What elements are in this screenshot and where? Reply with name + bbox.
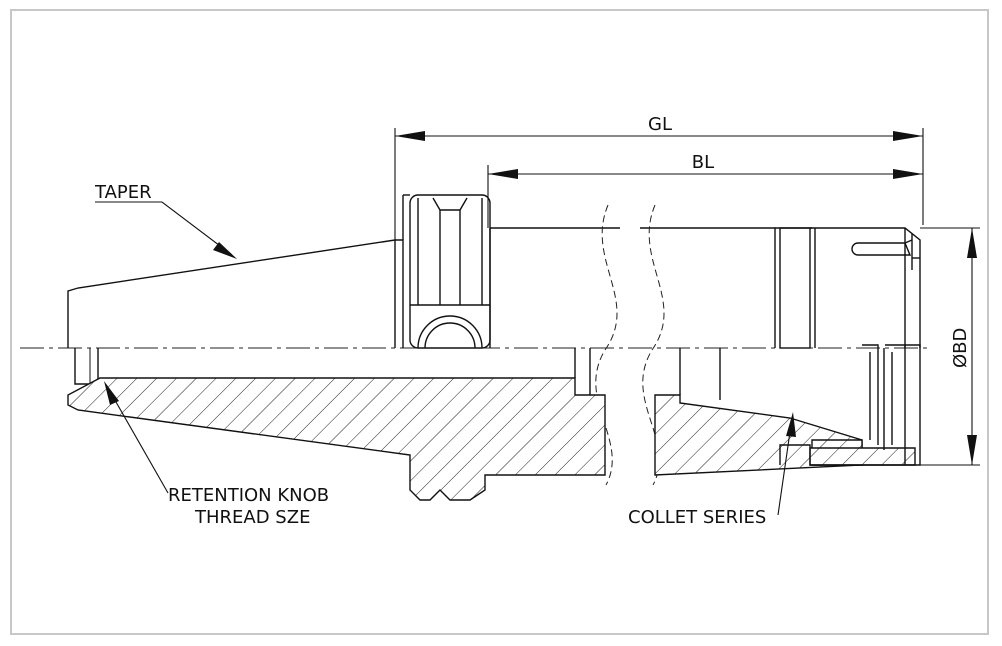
retention-label-line1: RETENTION KNOB [168,485,329,506]
taper-leader [95,201,233,256]
collet-arrow [786,412,796,437]
retention-label-line2: THREAD SZE [194,507,310,528]
gl-label: GL [648,114,672,135]
taper-arrow [213,242,237,259]
break-line-left [595,204,618,486]
gl-dimension [394,128,924,240]
retention-leader [107,387,169,494]
bd-dimension [920,227,980,466]
retention-arrow [104,381,119,405]
bl-label: BL [692,152,714,173]
bl-dimension [487,165,923,228]
taper-label: TAPER [94,182,152,203]
upper-outline [67,194,921,349]
drawing-frame [10,9,989,635]
collet-label: COLLET SERIES [628,507,766,528]
bd-label: ØBD [950,328,971,368]
lower-section [67,344,921,501]
